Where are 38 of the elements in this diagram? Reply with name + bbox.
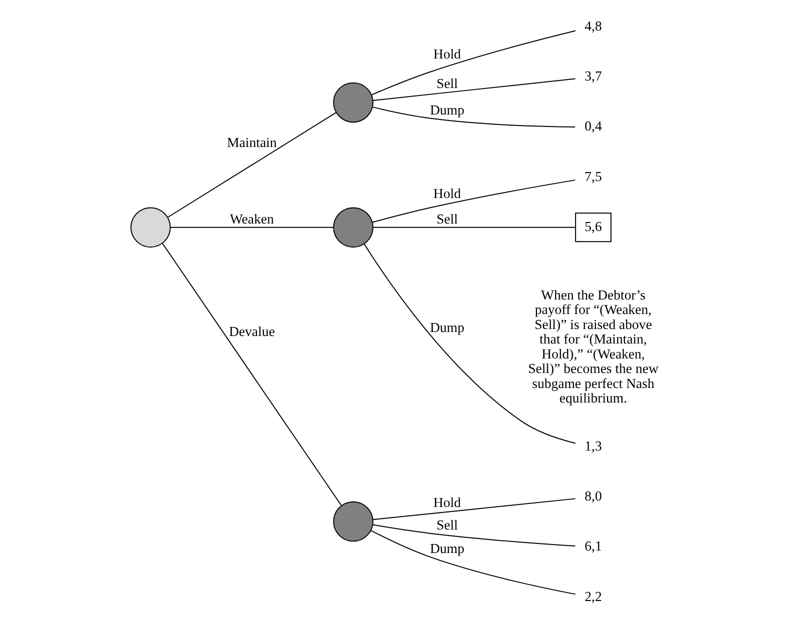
edge-label: Sell	[436, 518, 458, 533]
connector	[372, 180, 576, 223]
edge-label: Devalue	[228, 324, 275, 339]
node-circle	[130, 207, 171, 248]
connector	[372, 226, 576, 228]
edge-label: Dump	[430, 102, 464, 118]
connector	[167, 112, 337, 218]
edge-label: Dump	[430, 320, 464, 335]
edge-label: Sell	[436, 76, 458, 91]
edge-label: Dump	[430, 541, 464, 556]
node-text: 6,1	[584, 538, 602, 554]
connector	[372, 524, 576, 547]
connector	[372, 498, 576, 520]
node-text: 4,8	[584, 18, 602, 34]
node-text: 8,0	[584, 488, 602, 504]
node-text: 3,7	[584, 68, 602, 84]
connector	[370, 30, 576, 96]
connector	[372, 78, 576, 101]
connector	[170, 226, 334, 228]
node-box: 5,6	[575, 212, 612, 242]
node-circle	[333, 207, 374, 248]
connector	[372, 106, 576, 128]
node-text: 0,4	[584, 118, 602, 134]
edge-label: Sell	[436, 212, 458, 227]
label: When the Debtor’s payoff for “(Weaken, Sell)” is raised above that for “(Maintain, Hold),” “(Weaken, Sell)” becomes the new subgame perfect Nash equilibrium.	[528, 287, 658, 406]
connector	[162, 242, 342, 506]
edge-label: Hold	[433, 186, 461, 202]
connector	[364, 243, 576, 444]
edge-label: Maintain	[227, 134, 277, 150]
connector	[370, 530, 576, 595]
edge-label: Weaken	[230, 212, 274, 227]
node-text: 2,2	[584, 588, 602, 604]
node-text: 1,3	[584, 438, 602, 454]
node-text: 7,5	[584, 168, 602, 184]
edge-label: Hold	[433, 46, 461, 62]
node-circle	[333, 82, 374, 123]
edge-label: Hold	[433, 494, 461, 510]
node-circle	[333, 501, 374, 542]
